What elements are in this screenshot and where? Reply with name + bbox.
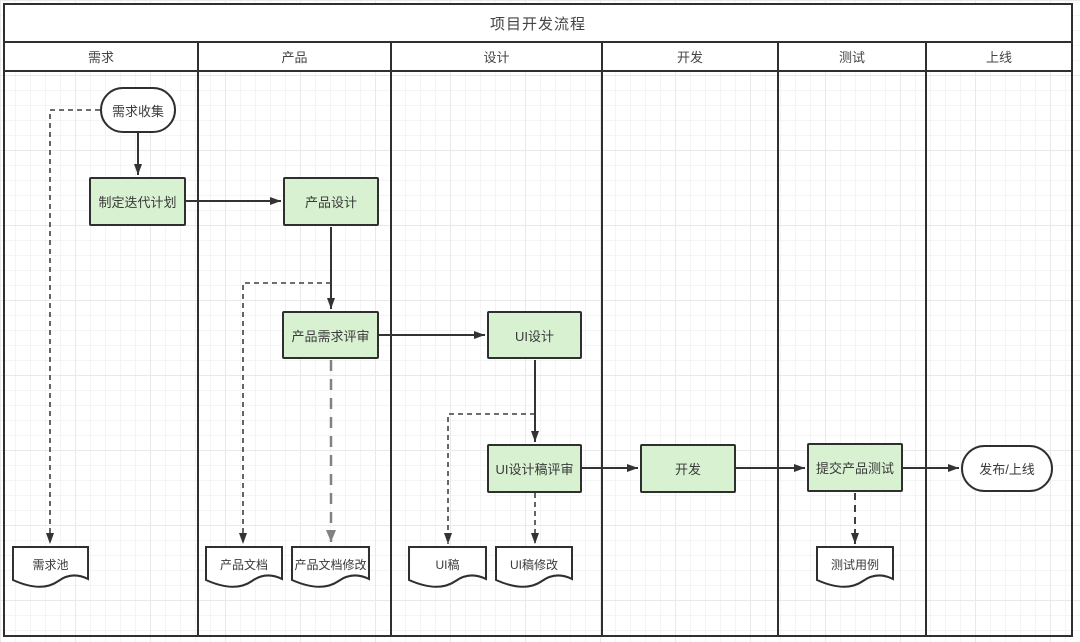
node-requirement-pool-document[interactable]: 需求池 — [12, 546, 89, 592]
node-label: UI设计稿评审 — [495, 462, 574, 477]
node-ui-design[interactable]: UI设计 — [487, 311, 582, 359]
node-label: 需求收集 — [111, 103, 164, 119]
node-label: UI稿 — [435, 558, 460, 572]
node-label: 开发 — [674, 462, 701, 477]
diagram-title: 项目开发流程 — [5, 5, 1071, 43]
node-label: 需求池 — [32, 558, 69, 572]
node-label: 测试用例 — [830, 558, 879, 572]
lane-body — [5, 72, 1071, 635]
node-ui-draft-revision-document[interactable]: UI稿修改 — [495, 546, 573, 592]
lane-header-test[interactable]: 测试 — [779, 43, 927, 70]
node-product-design[interactable]: 产品设计 — [283, 177, 379, 226]
node-label: UI设计 — [514, 328, 554, 344]
lane-header-row: 需求 产品 设计 开发 测试 上线 — [5, 43, 1071, 72]
lane-header-design[interactable]: 设计 — [392, 43, 603, 70]
document-shape-icon — [408, 546, 487, 588]
node-label: 产品需求评审 — [291, 328, 370, 344]
lane-header-develop[interactable]: 开发 — [603, 43, 779, 70]
node-product-document[interactable]: 产品文档 — [205, 546, 283, 592]
node-product-document-revision[interactable]: 产品文档修改 — [291, 546, 370, 592]
document-shape-icon — [816, 546, 894, 588]
node-submit-product-test[interactable]: 提交产品测试 — [807, 443, 903, 492]
lane-divider-2 — [390, 72, 392, 635]
lane-divider-5 — [925, 72, 927, 635]
node-label: 提交产品测试 — [815, 461, 894, 476]
node-iteration-plan[interactable]: 制定迭代计划 — [89, 177, 186, 226]
swimlane-frame: 项目开发流程 需求 产品 设计 开发 测试 上线 — [3, 3, 1073, 637]
node-label: 产品文档修改 — [294, 558, 367, 572]
lane-header-product[interactable]: 产品 — [199, 43, 392, 70]
lane-divider-1 — [197, 72, 199, 635]
node-label: 产品文档 — [219, 558, 268, 572]
lane-header-requirement[interactable]: 需求 — [5, 43, 199, 70]
document-shape-icon — [291, 546, 370, 588]
node-label: 发布/上线 — [979, 462, 1035, 477]
node-ui-draft-review[interactable]: UI设计稿评审 — [487, 444, 582, 493]
node-product-requirement-review[interactable]: 产品需求评审 — [282, 311, 379, 359]
lane-divider-4 — [777, 72, 779, 635]
document-shape-icon — [12, 546, 89, 588]
document-shape-icon — [205, 546, 283, 588]
node-requirement-collect[interactable]: 需求收集 — [100, 87, 176, 133]
node-label: UI稿修改 — [509, 558, 558, 572]
node-label: 产品设计 — [304, 195, 357, 210]
node-ui-draft-document[interactable]: UI稿 — [408, 546, 487, 592]
node-label: 制定迭代计划 — [98, 195, 177, 210]
node-develop[interactable]: 开发 — [640, 444, 736, 493]
lane-header-online[interactable]: 上线 — [985, 50, 1012, 65]
lane-divider-3 — [601, 72, 603, 635]
node-release-online[interactable]: 发布/上线 — [961, 445, 1053, 492]
node-test-case-document[interactable]: 测试用例 — [816, 546, 894, 592]
document-shape-icon — [495, 546, 573, 588]
